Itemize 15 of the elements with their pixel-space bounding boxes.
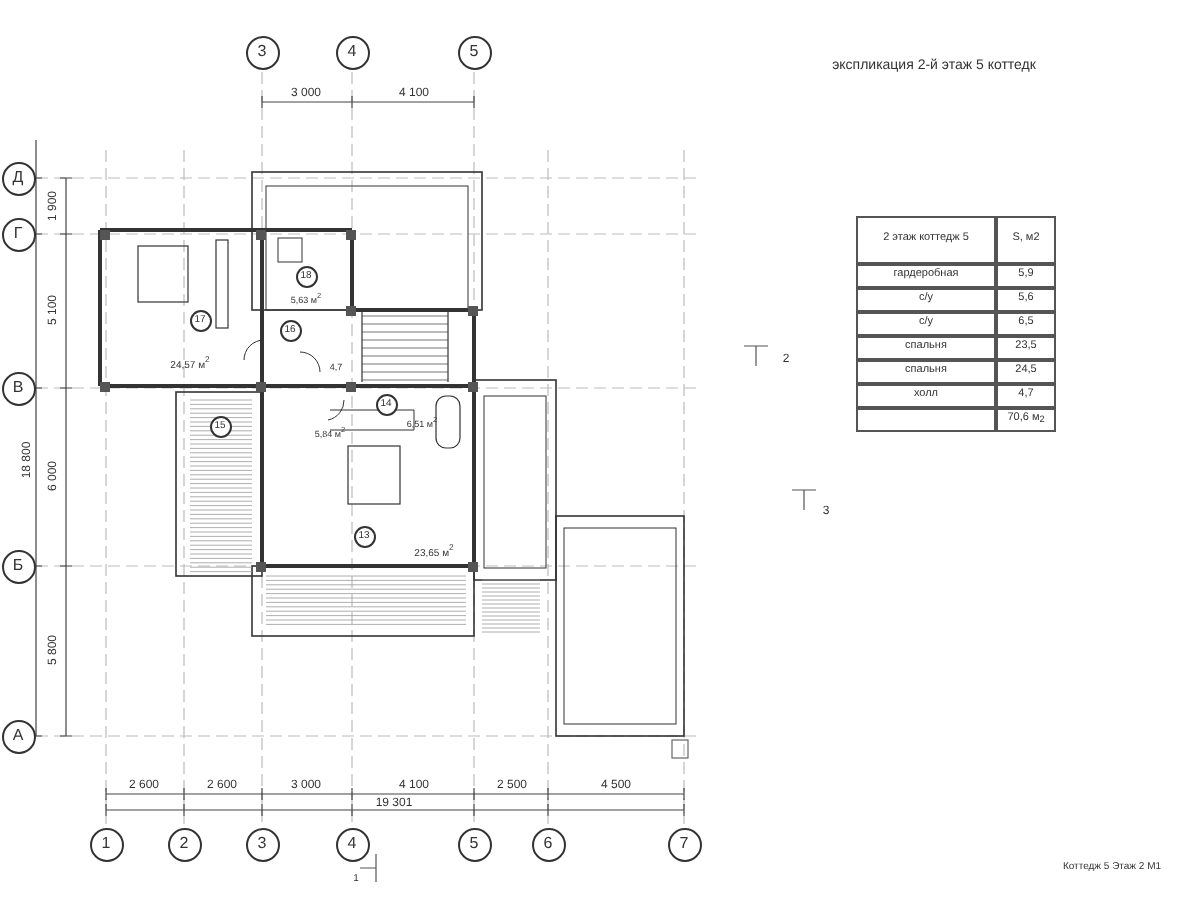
- grid-axis-bubble: 3: [245, 827, 279, 861]
- grid-axis-bubble: 4: [335, 35, 369, 69]
- grid-axis-bubble: В: [1, 371, 35, 405]
- grid-axis-bubble: 2: [167, 827, 201, 861]
- grid-axis-bubble: 7: [667, 827, 701, 861]
- grid-axis-bubble: 6: [531, 827, 565, 861]
- grid-axis-bubble: Б: [1, 549, 35, 583]
- grid-axis-bubble: 5: [457, 827, 491, 861]
- grid-axis-bubble: 1: [89, 827, 123, 861]
- grid-axis-bubble: 4: [335, 827, 369, 861]
- grid-axis-bubble: 3: [245, 35, 279, 69]
- grid-axis-bubble: Д: [1, 161, 35, 195]
- grid-axis-bubble: 5: [457, 35, 491, 69]
- grid-axis-bubble: А: [1, 719, 35, 753]
- grid-axis-bubble: Г: [1, 217, 35, 251]
